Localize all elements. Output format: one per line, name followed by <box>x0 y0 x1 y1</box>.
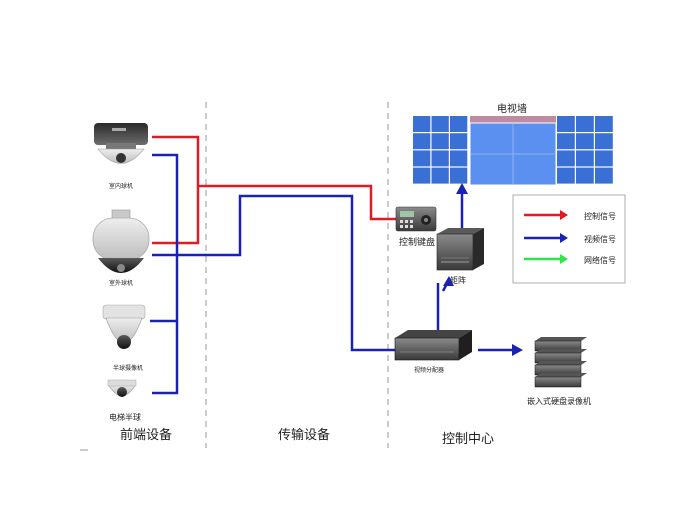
video-wall-screen <box>450 167 468 184</box>
elevator-dome-label: 电梯半球 <box>109 412 141 422</box>
video-wall-screen <box>595 133 613 150</box>
video-wall-screen <box>595 167 613 184</box>
video-wall-screen <box>557 133 575 150</box>
half-dome-camera <box>102 304 146 349</box>
legend-network-arrow <box>560 254 568 264</box>
video-wall-label: 电视墙 <box>497 102 527 115</box>
legend-video-label: 视频信号 <box>584 234 616 244</box>
distributor-label: 视频分配器 <box>414 366 444 374</box>
video-wall-screen <box>576 167 594 184</box>
video-wall-left-grid <box>413 116 468 184</box>
indoor-dome-camera <box>94 123 148 164</box>
video-wall-screen <box>450 150 468 167</box>
arrow-matrix-to-wall <box>456 183 468 194</box>
outdoor-dome-label: 室外球机 <box>109 279 133 287</box>
legend-control-arrow <box>560 210 568 220</box>
video-wall-screen <box>557 116 575 132</box>
video-wall-screen <box>413 150 431 167</box>
video-wall-screen <box>557 150 575 167</box>
section-front-label: 前端设备 <box>120 427 172 443</box>
video-wall-right-grid <box>557 116 613 184</box>
video-wall-header <box>470 116 556 123</box>
video-distributor <box>394 330 472 361</box>
video-wall-screen <box>413 116 431 132</box>
video-wall-screen <box>450 133 468 150</box>
video-wall-screen <box>413 133 431 150</box>
video-wall-screen <box>557 167 575 184</box>
video-wall-screen <box>431 116 449 132</box>
half-dome-label: 半球摄像机 <box>113 364 143 372</box>
video-wall-screen <box>595 116 613 132</box>
legend-video-arrow <box>560 233 568 243</box>
video-wall-screen <box>431 150 449 167</box>
matrix-switcher <box>436 228 484 271</box>
keyboard-label: 控制键盘 <box>399 236 435 248</box>
dvr-stack <box>534 337 587 388</box>
video-wall-screen <box>431 133 449 150</box>
outdoor-dome-camera <box>92 209 150 273</box>
video-wall-screen <box>576 150 594 167</box>
video-wall-screen <box>576 116 594 132</box>
control-keyboard <box>395 206 437 232</box>
dvr-label: 嵌入式硬盘录像机 <box>527 396 591 406</box>
section-transmission-label: 传输设备 <box>278 427 330 443</box>
video-wall-screen <box>595 150 613 167</box>
legend-control-label: 控制信号 <box>584 211 616 221</box>
elevator-dome-camera <box>107 379 137 397</box>
video-wall-screen <box>413 167 431 184</box>
section-control-center-label: 控制中心 <box>442 432 494 447</box>
arrow-distributor-to-dvr <box>512 344 523 356</box>
legend: 控制信号 视频信号 网络信号 <box>512 194 626 284</box>
video-wall-screen <box>450 116 468 132</box>
video-wall-screen <box>431 167 449 184</box>
video-signal-wires <box>150 153 518 395</box>
video-wall <box>413 116 613 186</box>
indoor-dome-label: 室内球机 <box>109 182 133 190</box>
legend-network-label: 网络信号 <box>584 255 616 265</box>
matrix-label: 矩阵 <box>450 275 466 285</box>
video-wall-screen <box>576 133 594 150</box>
arrow-distributor-to-matrix <box>443 276 454 286</box>
control-signal-wires <box>152 135 396 245</box>
